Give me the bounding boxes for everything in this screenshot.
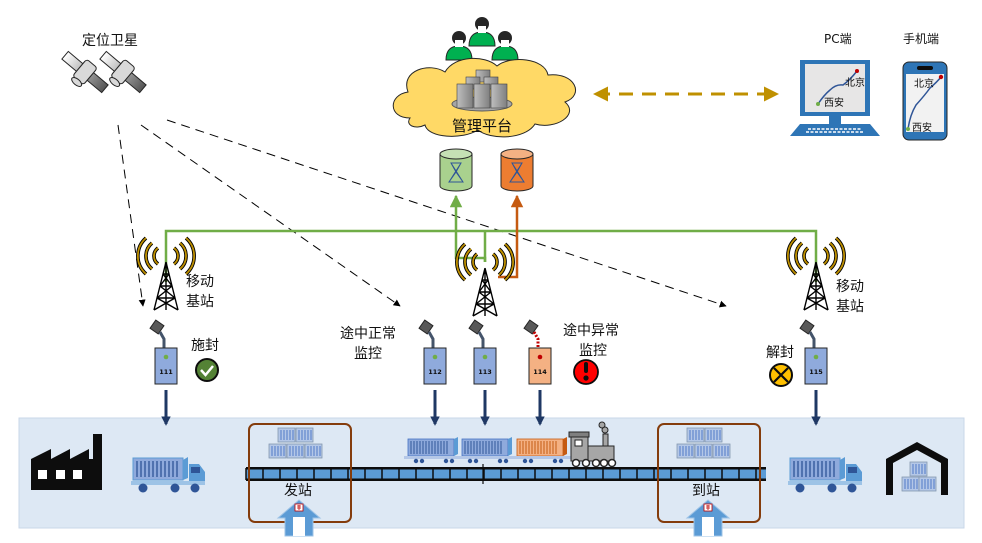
mobile-client-label: 手机端 (903, 32, 940, 46)
tracking-device-115: 115 (799, 319, 828, 426)
normal-monitor-label-1: 途中正常 (340, 326, 396, 342)
antenna-icon (418, 319, 434, 335)
device-body (528, 347, 552, 385)
device-body (473, 347, 497, 385)
departure-station-label: 发站 (284, 483, 312, 499)
pc-route-to: 北京 (845, 78, 865, 89)
tracking-device-113: 113 (468, 319, 497, 426)
tracking-device-111: 111 (149, 319, 178, 426)
device-id: 113 (478, 368, 492, 376)
base-station-label-left-2: 基站 (186, 294, 214, 310)
seal-label: 施封 (191, 338, 219, 354)
normal-monitor-label-2: 监控 (354, 346, 382, 362)
status-led (432, 354, 438, 360)
tracking-device-114: 114 (523, 319, 552, 426)
device-id: 112 (428, 368, 442, 376)
satellite-icon (99, 50, 147, 94)
users-icon (445, 17, 519, 61)
train (403, 421, 617, 468)
satellite-icon (61, 50, 109, 94)
normal-database-icon (439, 148, 473, 192)
base-station-label-right-1: 移动 (836, 279, 864, 295)
railway-track (245, 464, 766, 484)
status-led (482, 354, 488, 360)
device-id: 114 (533, 368, 547, 376)
platform-label: 管理平台 (452, 117, 513, 135)
status-led (813, 354, 819, 360)
satellite-signal-lines (117, 119, 727, 308)
mobile-route-from: 西安 (912, 123, 932, 134)
pc-route-from: 西安 (824, 98, 844, 109)
satellite-label: 定位卫星 (82, 33, 138, 49)
antenna-icon (523, 319, 539, 335)
warehouse-icon (886, 442, 948, 495)
device-id: 111 (159, 368, 173, 376)
management-platform-cloud (392, 57, 576, 138)
x-circle-icon (769, 363, 793, 387)
arrival-station (657, 423, 761, 537)
check-circle-icon (195, 358, 219, 382)
unseal-label: 解封 (766, 345, 794, 361)
mobile-phone-icon (902, 61, 948, 141)
abnormal-monitor-label-1: 途中异常 (563, 323, 619, 339)
pc-client-label: PC端 (824, 32, 852, 46)
exclamation-circle-icon (573, 359, 599, 385)
base-station-label-right-2: 基站 (836, 299, 864, 315)
antenna-icon (149, 319, 165, 335)
green-data-links (164, 194, 818, 282)
pc-monitor-icon (790, 60, 880, 136)
mobile-route-to: 北京 (914, 79, 934, 90)
device-body (804, 347, 828, 385)
server-cluster-icon (451, 69, 513, 112)
tracking-device-112: 112 (418, 319, 447, 426)
abnormal-monitor-label-2: 监控 (579, 343, 607, 359)
locomotive-icon (568, 421, 617, 468)
status-led (163, 354, 169, 360)
orange-alarm-link (498, 194, 524, 279)
device-id: 115 (809, 368, 823, 376)
status-led (537, 354, 543, 360)
abnormal-database-icon (500, 148, 534, 192)
departure-station (248, 423, 352, 537)
device-body (154, 347, 178, 385)
antenna-icon (468, 319, 484, 335)
factory-icon (31, 434, 102, 490)
device-body (423, 347, 447, 385)
arrival-station-label: 到站 (692, 483, 720, 499)
wagon-114 (513, 437, 571, 464)
antenna-icon (799, 319, 815, 335)
base-station-label-left-1: 移动 (186, 274, 214, 290)
